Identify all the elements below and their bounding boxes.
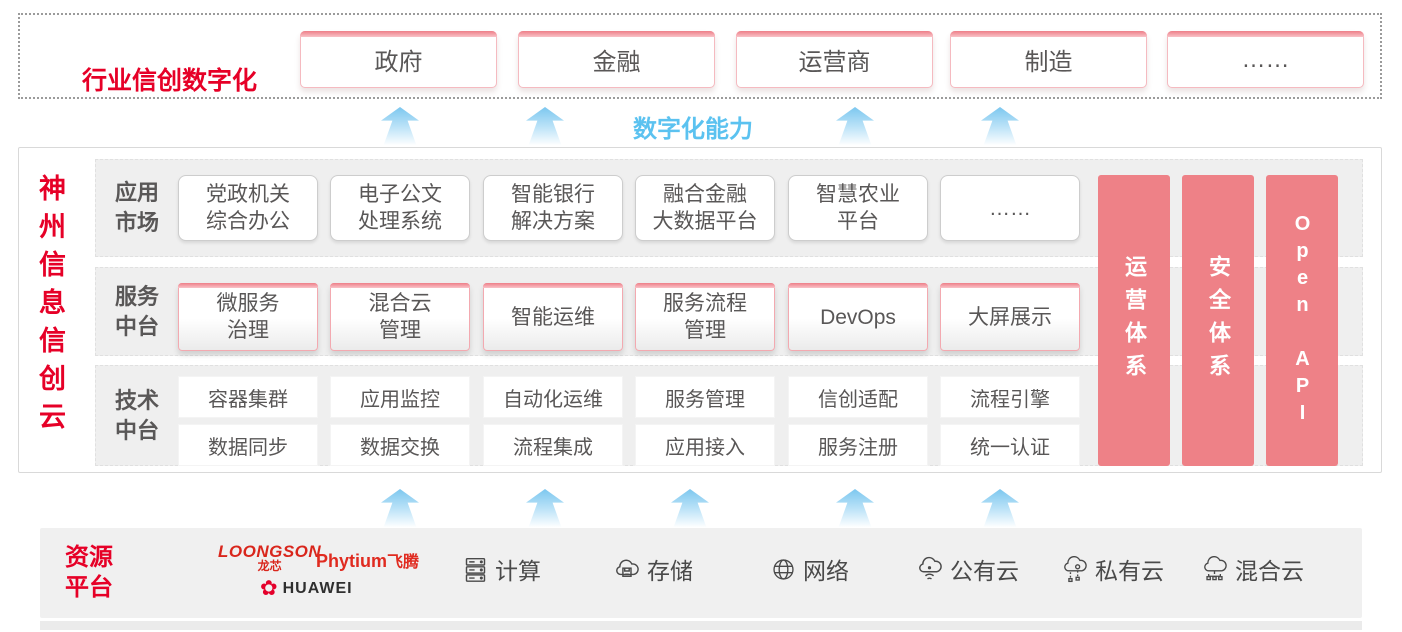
industry-box-manufacturing: 制造 (950, 31, 1147, 88)
app-box: 融合金融 大数据平台 (635, 175, 775, 241)
app-box-more: …… (940, 175, 1080, 241)
operation-system-bar: 运营体系 (1098, 175, 1170, 466)
app-market-label: 应用市场 (114, 180, 159, 235)
up-arrow-icon (381, 107, 419, 145)
up-arrow-icon (981, 107, 1019, 145)
public-cloud-icon (915, 556, 944, 583)
app-box: 智能银行 解决方案 (483, 175, 623, 241)
resource-item-storage: 存储 (612, 552, 693, 586)
tech-box: 应用监控 (330, 376, 470, 418)
resource-platform-panel (40, 528, 1362, 618)
service-box: 大屏展示 (940, 283, 1080, 351)
up-arrow-icon (981, 489, 1019, 527)
resource-item-label: 公有云 (950, 558, 1019, 584)
resource-item-private-cloud: 私有云 (1060, 552, 1164, 586)
up-arrow-icon (836, 489, 874, 527)
up-arrow-icon (671, 489, 709, 527)
up-arrow-icon (526, 489, 564, 527)
tech-box: 容器集群 (178, 376, 318, 418)
resource-item-public-cloud: 公有云 (915, 552, 1019, 586)
tech-box: 流程集成 (483, 424, 623, 466)
industry-box-government: 政府 (300, 31, 497, 88)
cloud-platform-title: 神州信息信创云 (39, 174, 66, 432)
private-cloud-icon (1060, 555, 1089, 583)
bottom-divider-bar (40, 621, 1362, 630)
tech-platform-label: 技术中台 (114, 388, 159, 443)
service-box: DevOps (788, 283, 928, 351)
huawei-logo: ✿ HUAWEI (260, 578, 353, 599)
service-box: 微服务 治理 (178, 283, 318, 351)
industry-box-finance: 金融 (518, 31, 715, 88)
loongson-logo: LOONGSON 龙芯 (218, 543, 321, 573)
up-arrow-icon (526, 107, 564, 145)
loongson-logo-cn: 龙芯 (257, 559, 282, 573)
huawei-flower-icon: ✿ (260, 577, 278, 600)
app-box: 电子公文 处理系统 (330, 175, 470, 241)
huawei-logo-text: HUAWEI (282, 579, 353, 597)
tech-box: 数据交换 (330, 424, 470, 466)
tech-box: 服务注册 (788, 424, 928, 466)
service-box: 智能运维 (483, 283, 623, 351)
app-box: 智慧农业 平台 (788, 175, 928, 241)
tech-box: 服务管理 (635, 376, 775, 418)
open-api-bar: Open API (1266, 175, 1338, 466)
industry-box-more: …… (1167, 31, 1364, 88)
resource-item-label: 计算 (495, 558, 541, 584)
service-box: 服务流程 管理 (635, 283, 775, 351)
tech-box: 统一认证 (940, 424, 1080, 466)
compute-server-icon (462, 556, 489, 583)
resource-item-label: 混合云 (1235, 558, 1304, 584)
storage-cloud-icon (612, 556, 641, 583)
service-platform-label: 服务中台 (114, 284, 159, 339)
industry-banner-title: 行业信创数字化 (82, 67, 258, 95)
phytium-logo-text: Phytium (316, 551, 388, 571)
tech-box: 信创适配 (788, 376, 928, 418)
resource-item-label: 私有云 (1095, 558, 1164, 584)
tech-box: 数据同步 (178, 424, 318, 466)
phytium-logo-cn: 飞腾 (387, 554, 420, 571)
network-globe-icon (770, 556, 797, 583)
tech-box: 流程引擎 (940, 376, 1080, 418)
up-arrow-icon (836, 107, 874, 145)
resource-item-hybrid-cloud: 混合云 (1200, 552, 1304, 586)
phytium-logo: Phytium飞腾 (316, 548, 419, 572)
resource-item-compute: 计算 (462, 552, 541, 586)
hybrid-cloud-icon (1200, 555, 1229, 583)
industry-box-operator: 运营商 (736, 31, 933, 88)
loongson-logo-text: LOONGSON (218, 542, 322, 561)
resource-item-label: 网络 (803, 558, 849, 584)
app-box: 党政机关 综合办公 (178, 175, 318, 241)
resource-item-network: 网络 (770, 552, 849, 586)
up-arrow-icon (381, 489, 419, 527)
security-system-bar: 安全体系 (1182, 175, 1254, 466)
resource-item-label: 存储 (647, 558, 693, 584)
tech-box: 应用接入 (635, 424, 775, 466)
capability-label: 数字化能力 (633, 116, 753, 143)
resource-platform-label: 资源平台 (65, 544, 113, 601)
tech-box: 自动化运维 (483, 376, 623, 418)
service-box: 混合云 管理 (330, 283, 470, 351)
